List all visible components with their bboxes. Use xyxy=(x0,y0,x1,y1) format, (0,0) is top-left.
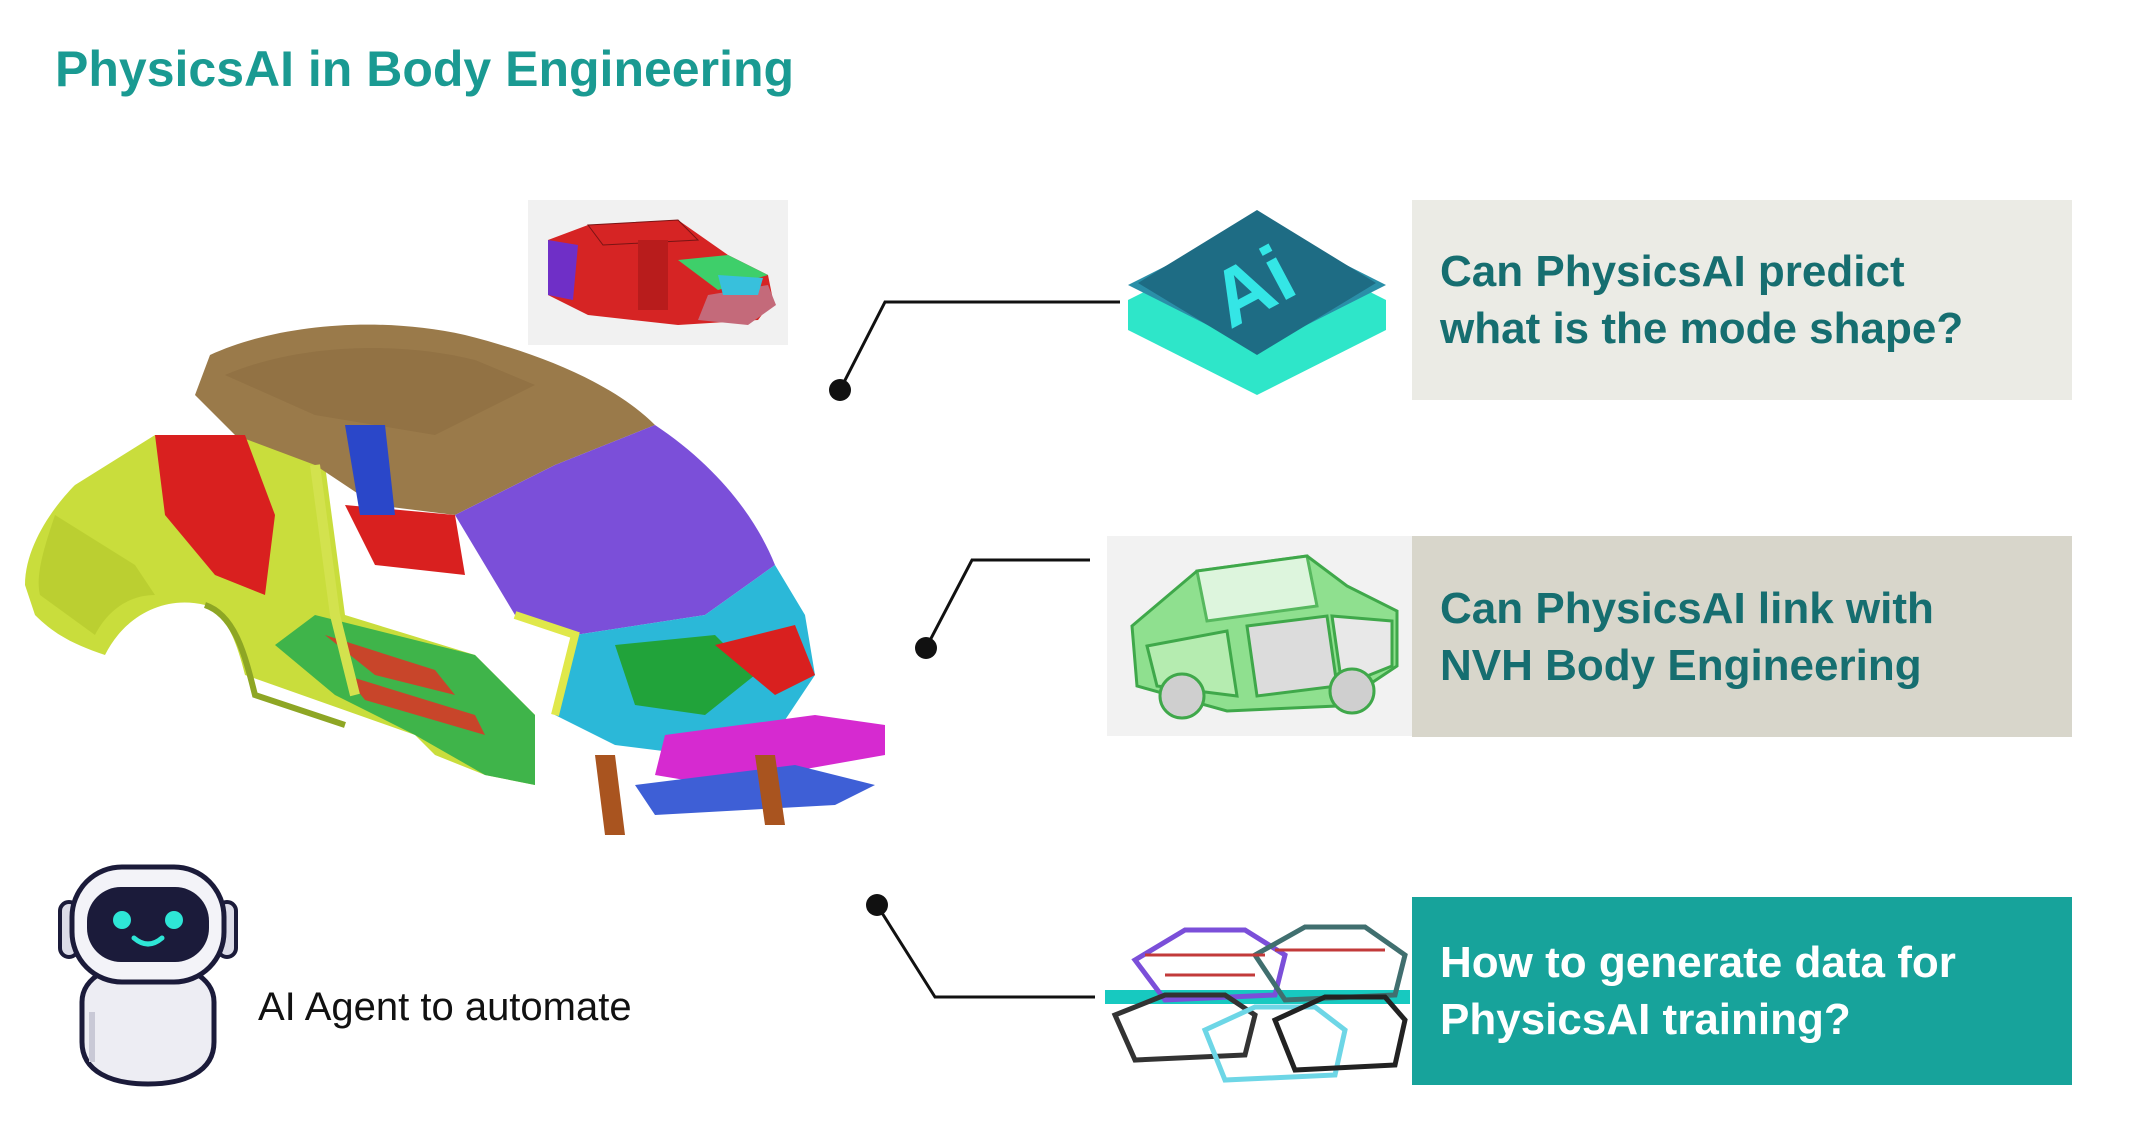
question-box-nvh: Can PhysicsAI link with NVH Body Enginee… xyxy=(1412,536,2072,737)
nvh-mesh-body-image xyxy=(1107,536,1412,736)
question-text: How to generate data for PhysicsAI train… xyxy=(1440,938,1956,1044)
training-frames-image xyxy=(1105,924,1410,1083)
ai-chip-icon: Ai xyxy=(1128,210,1386,395)
agent-label: AI Agent to automate xyxy=(258,985,632,1029)
robot-icon xyxy=(58,864,238,1087)
car-body-in-white-image xyxy=(25,324,885,835)
question-text: Can PhysicsAI predict what is the mode s… xyxy=(1440,247,1964,353)
question-box-training-data: How to generate data for PhysicsAI train… xyxy=(1412,897,2072,1085)
question-box-mode-shape: Can PhysicsAI predict what is the mode s… xyxy=(1412,200,2072,400)
question-text: Can PhysicsAI link with NVH Body Enginee… xyxy=(1440,583,1934,690)
sedan-thumbnail-image xyxy=(528,200,788,345)
page-title: PhysicsAI in Body Engineering xyxy=(55,41,795,97)
